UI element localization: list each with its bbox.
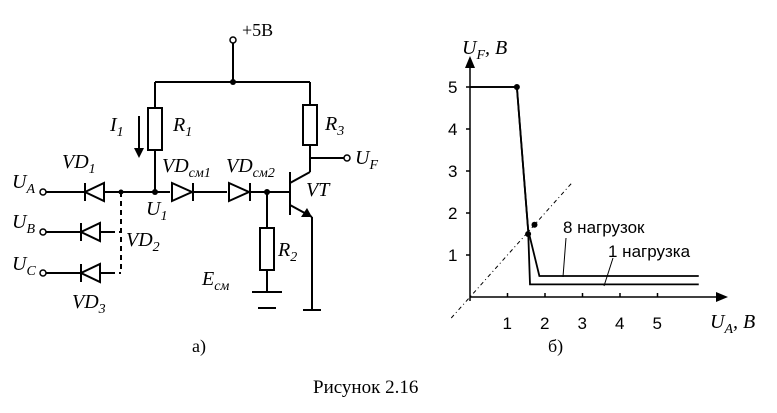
x-axis-arrow-icon [716, 292, 728, 302]
x-tick-label: 5 [653, 314, 662, 333]
transfer-characteristic-chart: 1 2 3 4 5 1 2 3 4 5 8 нагрузок 1 нагрузка UF, В UA, В… [448, 37, 755, 357]
y-axis-arrow-icon [465, 56, 475, 68]
y-tick-label: 3 [448, 162, 457, 181]
node-u1-label: U1 [146, 198, 167, 224]
x-tick-label: 3 [578, 314, 587, 333]
leader-1 [603, 257, 614, 287]
series-label-8: 8 нагрузок [563, 218, 645, 237]
bias-label: Eсм [201, 268, 229, 294]
diode-vd3 [78, 262, 101, 284]
x-axis-label: UA, В [710, 311, 755, 337]
diode-vd2 [78, 221, 101, 243]
input-b-label: UB [12, 211, 35, 237]
panel-b-label: б) [548, 336, 563, 357]
y-axis-label: UF, В [462, 37, 507, 63]
series-line-2 [470, 86, 699, 286]
y-tick-label: 1 [448, 246, 457, 265]
data-point [531, 221, 538, 228]
vd1-label: VD1 [62, 151, 96, 177]
data-point [513, 84, 520, 90]
diagonal-line [450, 183, 572, 319]
r3-label: R3 [324, 113, 344, 139]
vd3-label: VD3 [72, 291, 106, 317]
panel-a-label: а) [192, 336, 206, 357]
circuit-wires [46, 43, 344, 311]
y-tick-label: 5 [448, 78, 457, 97]
transistor-label: VT [306, 179, 331, 201]
output-label: UF [355, 147, 378, 173]
input-c-label: UC [12, 253, 36, 279]
x-tick-label: 4 [615, 314, 624, 333]
vdcm2-label: VDсм2 [226, 155, 275, 181]
supply-label: +5В [242, 20, 273, 40]
leader-8 [562, 237, 567, 278]
r1-label: R1 [172, 114, 192, 140]
figure-caption: Рисунок 2.16 [313, 377, 418, 398]
y-tick-label: 2 [448, 204, 457, 223]
vd2-label: VD2 [126, 229, 160, 255]
dashed-leads [110, 192, 122, 274]
x-tick-label: 2 [540, 314, 549, 333]
x-tick-label: 1 [503, 314, 512, 333]
y-tick-label: 4 [448, 120, 457, 139]
diode-vdcm2 [228, 181, 252, 203]
input-a-label: UA [12, 171, 35, 197]
junction-dots [118, 79, 270, 195]
data-point [525, 231, 532, 237]
terminals [39, 36, 351, 277]
diode-vd1 [82, 181, 105, 203]
current-label: I1 [109, 114, 124, 140]
r2-label: R2 [277, 239, 297, 265]
emitter-arrow-icon [301, 208, 312, 217]
series-label-1: 1 нагрузка [608, 242, 691, 261]
vdcm1-label: VDсм1 [162, 155, 211, 181]
current-arrow-icon [134, 148, 144, 158]
diode-vdcm1 [171, 181, 195, 203]
